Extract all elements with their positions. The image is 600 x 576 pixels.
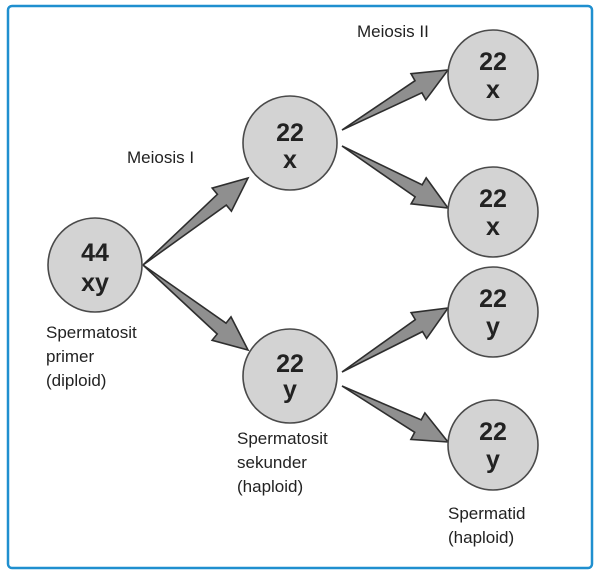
caption-primary-spermatocyte: Spermatosit primer (diploid) bbox=[46, 323, 141, 390]
cell-circle bbox=[242, 328, 338, 424]
cell-spermatid-3: 22 y bbox=[447, 266, 539, 358]
arrow-primary-to-secondary-x bbox=[142, 176, 250, 266]
cell-spermatid-4: 22 y bbox=[447, 399, 539, 491]
caption-line: Spermatid bbox=[448, 504, 525, 523]
diagram-frame bbox=[6, 4, 594, 570]
sex-chromosomes: y bbox=[283, 376, 297, 404]
cell-circle bbox=[242, 95, 338, 191]
sex-chromosomes: x bbox=[486, 76, 500, 104]
cell-secondary-spermatocyte-x: 22 x bbox=[242, 95, 338, 191]
cell-circle bbox=[447, 399, 539, 491]
cell-circle bbox=[447, 266, 539, 358]
cell-circle bbox=[447, 166, 539, 258]
caption-spermatid: Spermatid (haploid) bbox=[448, 504, 530, 547]
cell-spermatid-1: 22 x bbox=[447, 29, 539, 121]
caption-line: sekunder bbox=[237, 453, 307, 472]
meiosis-1-label: Meiosis I bbox=[127, 148, 194, 167]
chromosome-number: 44 bbox=[81, 239, 109, 267]
cell-circle bbox=[47, 217, 143, 313]
caption-line: (haploid) bbox=[448, 528, 514, 547]
cell-spermatid-2: 22 x bbox=[447, 166, 539, 258]
chromosome-number: 22 bbox=[479, 48, 507, 76]
chromosome-number: 22 bbox=[479, 185, 507, 213]
sex-chromosomes: xy bbox=[81, 269, 109, 297]
meiosis-2-label: Meiosis II bbox=[357, 22, 429, 41]
sex-chromosomes: y bbox=[486, 446, 500, 474]
caption-line: primer bbox=[46, 347, 95, 366]
chromosome-number: 22 bbox=[479, 285, 507, 313]
arrow-primary-to-secondary-y bbox=[142, 264, 250, 352]
caption-line: Spermatosit bbox=[46, 323, 137, 342]
cell-secondary-spermatocyte-y: 22 y bbox=[242, 328, 338, 424]
cell-primary-spermatocyte: 44 xy bbox=[47, 217, 143, 313]
chromosome-number: 22 bbox=[479, 418, 507, 446]
caption-secondary-spermatocyte: Spermatosit sekunder (haploid) bbox=[237, 429, 332, 496]
sex-chromosomes: x bbox=[486, 213, 500, 241]
chromosome-number: 22 bbox=[276, 350, 304, 378]
caption-line: Spermatosit bbox=[237, 429, 328, 448]
caption-line: (haploid) bbox=[237, 477, 303, 496]
chromosome-number: 22 bbox=[276, 119, 304, 147]
cell-circle bbox=[447, 29, 539, 121]
sex-chromosomes: x bbox=[283, 146, 297, 174]
sex-chromosomes: y bbox=[486, 313, 500, 341]
caption-line: (diploid) bbox=[46, 371, 106, 390]
